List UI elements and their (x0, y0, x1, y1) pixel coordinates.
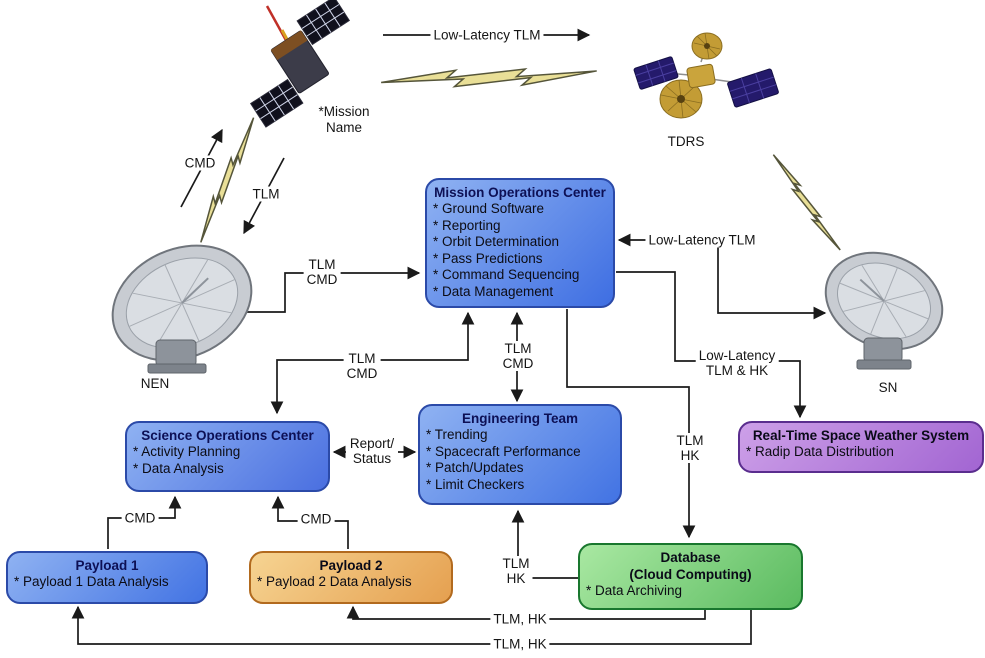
box-item: * Limit Checkers (426, 476, 525, 492)
box-science-operations-center: Science Operations Center * Activity Pla… (125, 421, 330, 492)
box-subtitle: (Cloud Computing) (629, 567, 752, 582)
arrow-low-latency-tlm-right (617, 233, 827, 320)
arrow-nen-moc (220, 266, 421, 319)
box-item: * Data Management (433, 283, 554, 299)
box-item: * Trending (426, 427, 488, 442)
label-tlm-hk-lower: TLM, HK (490, 636, 550, 652)
label-tlm-hk-upper: TLM, HK (490, 611, 550, 627)
box-payload-2: Payload 2 * Payload 2 Data Analysis (249, 551, 453, 604)
box-item: * Command Sequencing (433, 267, 580, 282)
box-title: Science Operations Center (141, 428, 314, 443)
box-title: Engineering Team (461, 411, 579, 426)
label-report-status: Report/Status (346, 436, 398, 466)
box-title: Payload 2 (319, 558, 383, 573)
box-mission-operations-center: Mission Operations Center * Ground Softw… (425, 178, 615, 308)
box-title: Database (660, 550, 721, 565)
box-item: * Data Analysis (133, 460, 224, 476)
box-real-time-space-weather-system: Real-Time Space Weather System * Radip D… (738, 421, 984, 473)
label-payload1-cmd: CMD (121, 510, 159, 526)
label-sn: SN (878, 380, 898, 395)
box-item: * Spacecraft Performance (426, 443, 581, 459)
box-item: * Reporting (433, 217, 501, 233)
box-engineering-team: Engineering Team * Trending * Spacecraft… (418, 404, 622, 505)
lightning-bolt-left (185, 117, 269, 243)
lightning-bolt-top (380, 55, 598, 99)
label-tdrs: TDRS (667, 134, 705, 149)
label-low-latency-tlm-top: Low-Latency TLM (430, 27, 544, 43)
arrow-tlm-hk-lower (71, 605, 752, 645)
label-nen: NEN (140, 376, 170, 391)
box-item: * Patch/Updates (426, 460, 524, 475)
box-title: Payload 1 (75, 558, 139, 573)
mission-satellite-image (249, 0, 351, 128)
box-item: * Pass Predictions (433, 250, 543, 266)
box-item: * Radip Data Distribution (746, 444, 894, 459)
box-database-cloud-computing: Database (Cloud Computing) * Data Archiv… (578, 543, 803, 610)
box-payload-1: Payload 1 * Payload 1 Data Analysis (6, 551, 208, 604)
box-item: * Payload 2 Data Analysis (257, 574, 412, 589)
tdrs-satellite-image (633, 32, 779, 119)
box-item: * Ground Software (433, 201, 545, 216)
label-low-latency-tlm-right: Low-Latency TLM (645, 232, 759, 248)
label-payload2-cmd: CMD (297, 511, 335, 527)
box-item: * Orbit Determination (433, 234, 560, 249)
arrow-low-latency-tlm-hk (616, 271, 807, 419)
nen-dish-image (111, 244, 253, 374)
label-tlm-downlink: TLM (249, 186, 283, 202)
lightning-bolt-right (772, 147, 841, 258)
box-title: Real-Time Space Weather System (752, 428, 970, 443)
box-item: * Payload 1 Data Analysis (14, 574, 169, 589)
box-title: Mission Operations Center (434, 185, 606, 200)
label-cmd-uplink: CMD (181, 155, 219, 171)
sn-dish-image (824, 251, 944, 370)
box-item: * Data Archiving (586, 583, 683, 598)
box-item: * Activity Planning (133, 444, 241, 459)
